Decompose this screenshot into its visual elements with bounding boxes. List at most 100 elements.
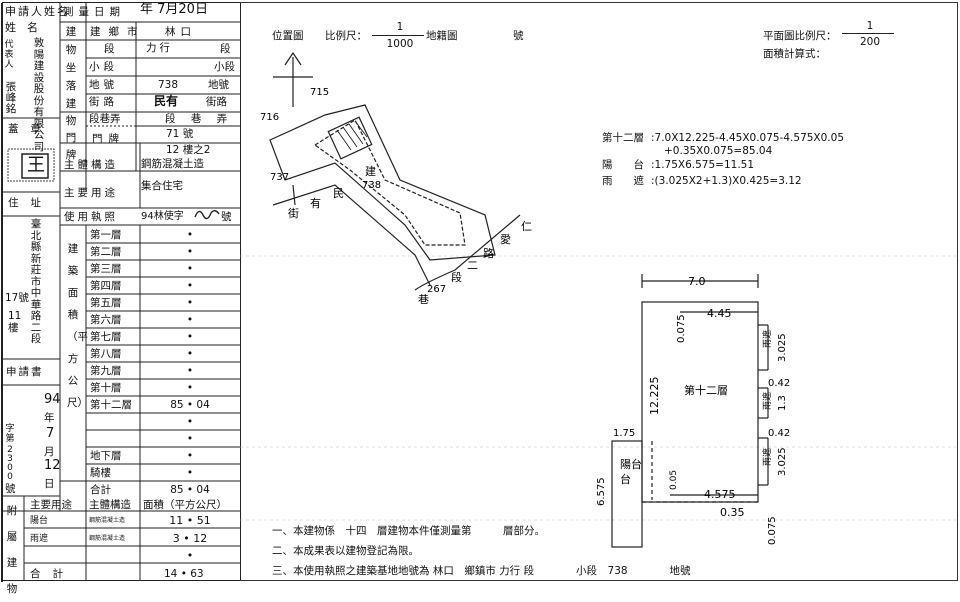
parcel-737: 737 (270, 172, 289, 183)
svg-text:1.3: 1.3 (777, 395, 788, 411)
left-table-grid (1, 2, 241, 582)
floor-area-value: • (186, 433, 194, 445)
door-floor-value: 12 樓之2 (166, 144, 211, 156)
floor-name: 合計 (90, 484, 111, 496)
date-day: 12 (44, 458, 61, 473)
parcel-value: 738 (158, 79, 179, 91)
cadastral-label: 地籍圖 (426, 30, 458, 42)
svg-text:3.025: 3.025 (777, 447, 788, 476)
svg-text:6.575: 6.575 (596, 477, 607, 506)
representative-label: 代表人 (4, 40, 14, 70)
location-map: 715 716 737 建 738 民 有 街 仁 愛 路 二 段 267 巷 (260, 51, 532, 305)
svg-text:0.425: 0.425 (768, 428, 790, 439)
location-map-label: 位置圖 (272, 30, 304, 42)
svg-text:0.075: 0.075 (676, 314, 687, 343)
floor-area-value: • (186, 263, 194, 275)
svg-text:0.425: 0.425 (768, 378, 790, 389)
floor-name: 第九層 (90, 365, 122, 377)
survey-date-value: 年 7月20日 (140, 2, 208, 17)
floor-name: 第七層 (90, 331, 122, 343)
calc-12th-floor: :7.0X12.225-4.45X0.075-4.575X0.05 (651, 132, 845, 144)
note-3: 三、本使用執照之建築基地地號為 林口 鄉鎮市 力行 段 小段 738 地號 (272, 565, 691, 577)
svg-text:段: 段 (451, 270, 462, 284)
svg-text:雨遮: 雨遮 (761, 392, 773, 410)
floor-area-value: • (186, 297, 194, 309)
svg-text:雨遮: 雨遮 (761, 330, 773, 348)
address-label: 住址 (8, 197, 53, 209)
svg-text:愛: 愛 (500, 233, 511, 246)
floor-area-value: • (186, 365, 194, 377)
plan-balcony: 陽台 (620, 457, 642, 471)
calc-canopy: :(3.025X2+1.3)X0.425=3.12 (651, 175, 802, 187)
applicant-label: 申請人姓名 (5, 5, 70, 18)
location-map-scale: 1000 (386, 38, 414, 50)
usage-value: 集合住宅 (141, 180, 183, 192)
svg-text:台: 台 (620, 472, 631, 486)
svg-text:仁: 仁 (521, 220, 532, 233)
serial-label: 字第 (5, 424, 15, 444)
date-year: 94 (44, 392, 61, 407)
annex-area: 3 • 12 (172, 532, 208, 545)
note-1: 一、本建物係 十四 層建物本件僅測量第 層部分。 (272, 525, 545, 537)
seal-stamp: 王 (27, 155, 45, 176)
right-panel (240, 2, 958, 581)
annex-use: 雨遮 (30, 534, 49, 544)
annex-label: 附屬建物 (6, 505, 18, 595)
plan-scale-label: 平面圖比例尺： (763, 30, 837, 42)
floor-name: 第十層 (90, 382, 122, 394)
floor-name: 第二層 (90, 246, 122, 258)
annex-struct: 鋼筋混凝土造 (89, 535, 126, 542)
svg-text:雨遮: 雨遮 (761, 448, 773, 466)
floor-name: 第六層 (90, 314, 122, 326)
structure-label: 主體構造 (64, 159, 118, 171)
floor-name: 第三層 (90, 263, 122, 275)
annex-area: • (186, 549, 194, 562)
svg-text:4.575: 4.575 (704, 488, 736, 501)
area-group-label: 建築面積（平方公尺） (67, 243, 88, 409)
parcel-715: 715 (310, 87, 329, 98)
floor-name: 第五層 (90, 297, 122, 309)
company-name: 敦陽建設股份有限公司 (33, 37, 45, 153)
date-month: 7 (46, 426, 55, 441)
svg-text:街: 街 (288, 206, 299, 220)
svg-text:二: 二 (467, 259, 478, 272)
note-2: 二、本成果表以建物登記為限。 (272, 545, 419, 557)
parcel-716: 716 (260, 112, 279, 123)
svg-text:0.075: 0.075 (767, 516, 778, 545)
annex-total-value: 14 • 63 (164, 568, 204, 580)
svg-text:1.75: 1.75 (613, 428, 635, 439)
svg-text:民: 民 (333, 187, 344, 200)
svg-text:3.025: 3.025 (777, 333, 788, 362)
plan-height-12225: 12.225 (648, 377, 661, 416)
plan-floor-name: 第十二層 (684, 383, 728, 397)
street-value: 民有 (154, 94, 179, 108)
floor-name: 第一層 (90, 229, 122, 241)
floor-area-value: • (186, 280, 194, 292)
address-floor: 11樓 (8, 310, 22, 334)
section-value: 力行 (146, 42, 173, 54)
plan-scale: 200 (859, 36, 881, 48)
seal-label: 蓋章 (8, 123, 53, 135)
serial-value: 2300 (7, 445, 13, 482)
door-no-value: 71 號 (166, 128, 194, 140)
floor-name: 地下層 (90, 450, 122, 462)
structure-value: 鋼筋混凝土造 (141, 158, 204, 170)
floor-area-value: 85 • 04 (170, 399, 210, 411)
plan-width-7: 7.0 (688, 275, 706, 288)
floor-area-value: • (186, 416, 194, 428)
floor-plan: 7.0 4.45 0.075 12.225 第十二層 雨遮 3.025 0.42… (596, 274, 790, 548)
lane-value: 段 巷 弄 (165, 113, 234, 125)
annex-use: 陽台 (30, 516, 49, 526)
address-value: 臺北縣新莊市中華路二段 (30, 218, 42, 345)
usage-label: 主要用途 (64, 187, 118, 199)
svg-text:0.05: 0.05 (669, 470, 679, 490)
floor-area-value: 85 • 04 (170, 484, 210, 496)
permit-label: 使用執照 (64, 211, 118, 223)
parcel-738: 738 (362, 180, 381, 191)
svg-text:4.45: 4.45 (707, 307, 732, 320)
city-value: 林口 (165, 26, 196, 38)
permit-value: 94林使字 (141, 211, 184, 222)
application-label: 申請書 (6, 366, 44, 378)
svg-text:巷: 巷 (418, 293, 429, 305)
